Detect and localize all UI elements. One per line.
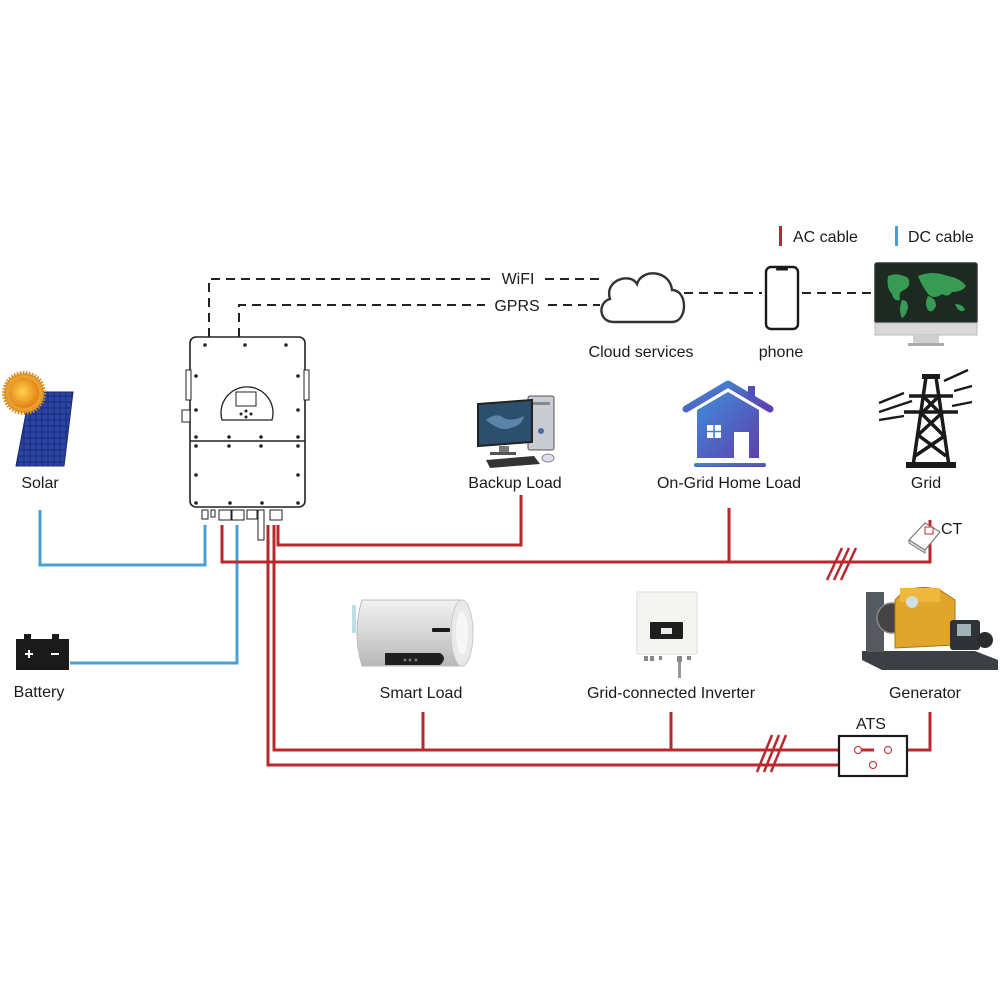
sun-icon: [2, 371, 46, 415]
water-heater-icon: [352, 599, 474, 667]
cloud-icon: [600, 272, 686, 324]
gprs-line: [238, 304, 485, 337]
hash-mark: [769, 734, 788, 773]
ac-cables: [220, 495, 932, 767]
three-phase-marks: [755, 547, 858, 773]
ct-label: CT: [941, 521, 963, 538]
grid-inverter-label: Grid-connected Inverter: [587, 685, 756, 702]
grid-inverter-icon: [636, 591, 698, 678]
legend-ac-label: AC cable: [793, 229, 858, 246]
backup-load-label: Backup Load: [468, 475, 561, 492]
grid-tower-icon: [878, 368, 973, 468]
phone-label: phone: [759, 344, 804, 361]
legend-ac-swatch: [779, 226, 782, 246]
hash-mark: [762, 734, 781, 773]
ac-cable-grid: [220, 520, 932, 564]
battery-label: Battery: [14, 684, 65, 701]
hash-mark: [755, 734, 774, 773]
comm-lines: [208, 278, 875, 337]
generator-label: Generator: [889, 685, 962, 702]
hybrid-inverter[interactable]: [181, 336, 310, 541]
ats-label: ATS: [856, 716, 886, 733]
battery-icon: [16, 634, 69, 670]
smart-load-label: Smart Load: [380, 685, 463, 702]
monitor-icon: [874, 262, 978, 346]
ac-cable-backup: [276, 495, 523, 547]
gprs-label: GPRS: [494, 298, 539, 315]
dc-cables: [38, 510, 239, 665]
ct-clamp-icon: [908, 522, 941, 554]
house-icon: [682, 380, 774, 467]
phone-icon: [764, 265, 800, 331]
cloud-label: Cloud services: [589, 344, 694, 361]
ac-cable-ats-b: [266, 525, 873, 767]
grid-label: Grid: [911, 475, 941, 492]
legend-dc-label: DC cable: [908, 229, 974, 246]
wifi-label: WiFI: [502, 271, 535, 288]
hash-mark: [825, 547, 844, 581]
legend: AC cable DC cable: [779, 226, 974, 246]
hash-mark: [832, 547, 851, 581]
wifi-line: [208, 278, 492, 337]
dc-cable-solar: [38, 510, 207, 567]
ac-cable-ats-a: [272, 525, 858, 752]
solar-panel-icon: [2, 371, 74, 467]
legend-dc-swatch: [895, 226, 898, 246]
home-load-label: On-Grid Home Load: [657, 475, 801, 492]
dc-cable-battery: [70, 525, 239, 665]
ats-switch: [837, 734, 909, 778]
generator-icon: [862, 587, 998, 670]
hash-mark: [839, 547, 858, 581]
solar-label: Solar: [21, 475, 59, 492]
computer-icon: [477, 395, 555, 468]
